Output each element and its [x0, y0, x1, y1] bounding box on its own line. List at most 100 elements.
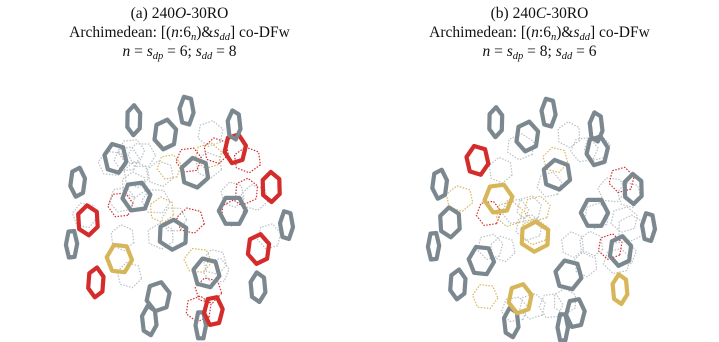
cage-ring	[607, 234, 634, 268]
back-ring	[108, 186, 136, 213]
cage-ring	[152, 117, 179, 152]
back-ring	[194, 142, 223, 170]
cage-ring	[76, 203, 100, 238]
cage-ring	[68, 165, 88, 199]
back-ring	[146, 160, 174, 188]
cage-ring	[102, 141, 129, 175]
back-ring	[536, 171, 563, 198]
back-ring	[542, 146, 569, 174]
back-ring	[488, 156, 513, 184]
cage-ring	[506, 282, 534, 316]
back-ring	[570, 137, 599, 163]
molecular-cage-b	[425, 96, 658, 342]
back-ring	[197, 120, 224, 148]
cage-ring	[639, 211, 658, 244]
cage-ring	[578, 197, 611, 228]
back-ring	[471, 284, 499, 310]
back-ring	[97, 150, 128, 176]
cage-ring	[222, 132, 248, 166]
cage-ring	[225, 108, 243, 142]
back-ring	[490, 235, 516, 263]
cage-ring	[448, 267, 468, 302]
cage-ring	[514, 119, 541, 154]
back-ring	[579, 230, 604, 258]
back-ring	[597, 177, 627, 203]
caption-formula: Archimedean: [(n:6n)&sdd] co-DFw	[69, 24, 290, 43]
caption-params: n = sdp = 8; sdd = 6	[482, 43, 597, 62]
caption-params: n = sdp = 6; sdd = 8	[122, 43, 237, 62]
cage-ring	[487, 105, 505, 140]
back-ring	[583, 202, 610, 230]
cage-ring	[622, 171, 644, 207]
back-ring	[476, 233, 504, 260]
back-ring	[557, 121, 581, 149]
cage-ring	[553, 258, 584, 292]
back-ring	[71, 202, 98, 229]
caption-a: (a) 240O-30RO Archimedean: [(n:6n)&sdd] …	[0, 4, 359, 62]
back-ring	[610, 206, 638, 233]
cage-ring	[63, 228, 80, 260]
back-ring	[160, 207, 188, 232]
back-ring	[583, 134, 611, 161]
cage-ring	[464, 143, 491, 177]
back-ring	[123, 161, 149, 189]
cage-ring	[277, 209, 296, 242]
cage-ring	[86, 265, 106, 300]
caption-b: (b) 240C-30RO Archimedean: [(n:6n)&sdd] …	[360, 4, 719, 62]
caption-title: (a) 240O-30RO	[130, 5, 229, 22]
cage-ring	[541, 157, 573, 192]
back-ring	[257, 223, 282, 250]
cage-ring	[438, 205, 462, 240]
back-ring	[519, 293, 546, 320]
back-ring	[183, 247, 213, 273]
cage-ring	[564, 297, 587, 329]
back-ring	[110, 224, 135, 252]
cage-ring	[425, 230, 442, 262]
cage-ring	[539, 96, 558, 129]
back-ring	[608, 240, 637, 266]
cage-ring	[430, 167, 450, 201]
back-ring	[516, 195, 542, 222]
back-ring	[127, 143, 157, 168]
back-ring	[608, 166, 635, 194]
cage-ring	[482, 182, 515, 215]
back-ring	[220, 181, 245, 208]
cage-ring	[610, 272, 630, 307]
cage-ring	[466, 244, 497, 277]
back-ring	[147, 222, 174, 250]
back-ring	[156, 154, 182, 180]
back-ring	[141, 189, 171, 214]
cage-ring	[584, 134, 610, 168]
cage-ring	[191, 256, 222, 290]
cage-ring	[202, 295, 225, 327]
back-ring	[235, 177, 259, 205]
back-ring	[107, 192, 134, 218]
cage-ring	[248, 270, 268, 305]
cage-ring	[144, 280, 172, 314]
cage-ring	[177, 94, 196, 127]
back-ring	[116, 261, 143, 289]
cage-ring	[245, 232, 272, 266]
cage-ring	[104, 242, 135, 275]
cage-ring	[587, 110, 605, 144]
cage-ring	[179, 155, 211, 190]
cage-ring	[120, 180, 153, 213]
back-ring	[121, 171, 146, 199]
cage-ring	[157, 217, 189, 252]
panel-b: (b) 240C-30RO Archimedean: [(n:6n)&sdd] …	[360, 0, 719, 342]
back-ring	[495, 200, 523, 228]
back-ring	[538, 293, 564, 319]
back-ring	[561, 231, 585, 259]
back-ring	[176, 207, 205, 234]
back-ring	[515, 214, 543, 241]
back-ring	[501, 198, 530, 224]
back-ring	[617, 181, 642, 208]
cage-ring	[216, 195, 249, 226]
caption-title: (b) 240C-30RO	[490, 5, 589, 22]
cage-ring	[519, 219, 551, 254]
molecular-cage-a	[63, 94, 296, 341]
back-ring	[149, 196, 174, 224]
caption-formula: Archimedean: [(n:6n)&sdd] co-DFw	[429, 24, 650, 43]
cage-ring	[260, 169, 282, 205]
cage-ring	[125, 103, 143, 138]
